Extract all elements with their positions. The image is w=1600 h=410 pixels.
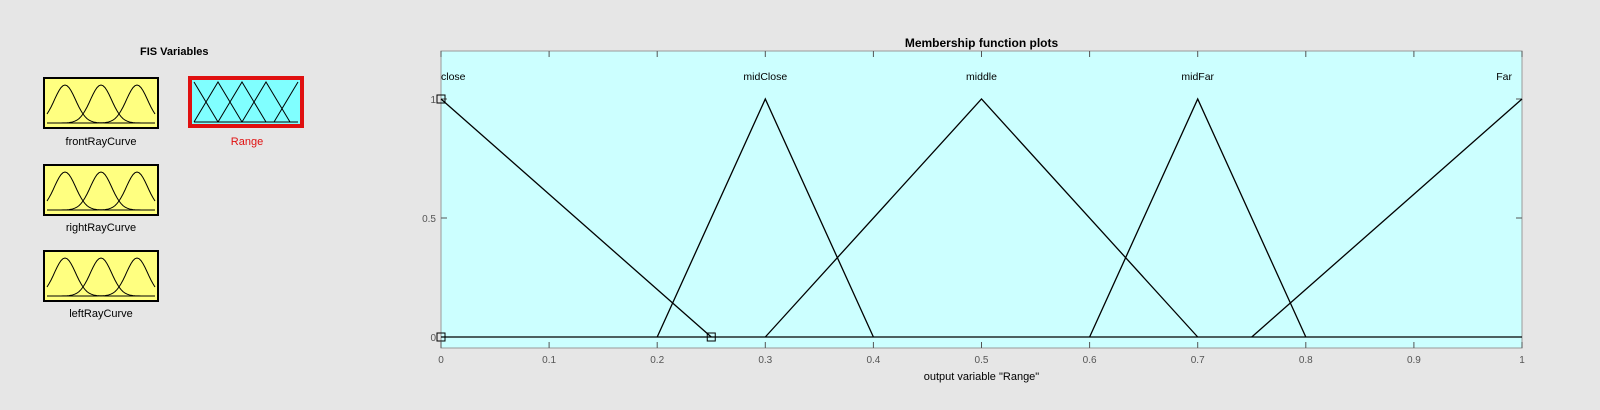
mf-curve-midfar <box>1089 97 1307 338</box>
variable-label-leftraycurve: leftRayCurve <box>69 308 133 320</box>
y-tick-label: 0 <box>430 333 436 344</box>
variable-icon <box>43 77 159 129</box>
fis-variables-title: FIS Variables <box>140 46 209 58</box>
variable-tile-leftraycurve[interactable] <box>43 250 159 302</box>
mf-vertex-handle <box>436 94 446 104</box>
tile-frame <box>188 76 304 128</box>
x-tick-label: 1 <box>1519 355 1525 366</box>
mf-label-middle: middle <box>966 71 997 83</box>
mf-label-midfar: midFar <box>1181 71 1214 83</box>
tile-mf-curve <box>193 81 219 123</box>
x-tick-label: 0 <box>438 355 444 366</box>
x-tick-label: 0.3 <box>758 355 772 366</box>
variable-label-rightraycurve: rightRayCurve <box>65 222 137 234</box>
mf-curve-close <box>440 98 712 338</box>
x-axis-label: output variable "Range" <box>923 371 1040 383</box>
variable-tile-frontraycurve[interactable] <box>43 77 159 129</box>
mf-curve-far <box>1251 98 1523 338</box>
tile-mf-curve <box>193 81 243 123</box>
variable-tile-range[interactable] <box>188 76 304 128</box>
variable-label-frontraycurve: frontRayCurve <box>65 136 137 148</box>
mf-vertex-handle <box>706 332 716 342</box>
variable-icon <box>188 76 304 128</box>
x-tick-label: 0.5 <box>975 355 989 366</box>
x-tick-label: 0.7 <box>1191 355 1205 366</box>
variable-icon <box>43 164 159 216</box>
tile-mf-curve <box>273 81 299 123</box>
y-tick-label: 1 <box>430 95 436 106</box>
tile-mf-curve <box>47 171 156 211</box>
mf-label-close: close <box>441 71 466 83</box>
x-tick-label: 0.8 <box>1299 355 1313 366</box>
mf-label-far: Far <box>1496 71 1512 83</box>
mf-vertex-handle <box>436 332 446 342</box>
y-tick-label: 0.5 <box>422 214 436 225</box>
tile-mf-curve <box>217 81 267 123</box>
plot-title: Membership function plots <box>904 36 1059 50</box>
tile-mf-curve <box>47 257 156 297</box>
variable-icon <box>43 250 159 302</box>
x-tick-label: 0.2 <box>650 355 664 366</box>
variable-label-range: Range <box>230 136 264 148</box>
x-tick-label: 0.9 <box>1407 355 1421 366</box>
variable-tile-rightraycurve[interactable] <box>43 164 159 216</box>
x-tick-label: 0.4 <box>866 355 880 366</box>
x-tick-label: 0.6 <box>1083 355 1097 366</box>
x-tick-label: 0.1 <box>542 355 556 366</box>
mf-label-midclose: midClose <box>743 71 787 83</box>
tile-mf-curve <box>47 84 156 124</box>
plot-area <box>440 50 1523 349</box>
